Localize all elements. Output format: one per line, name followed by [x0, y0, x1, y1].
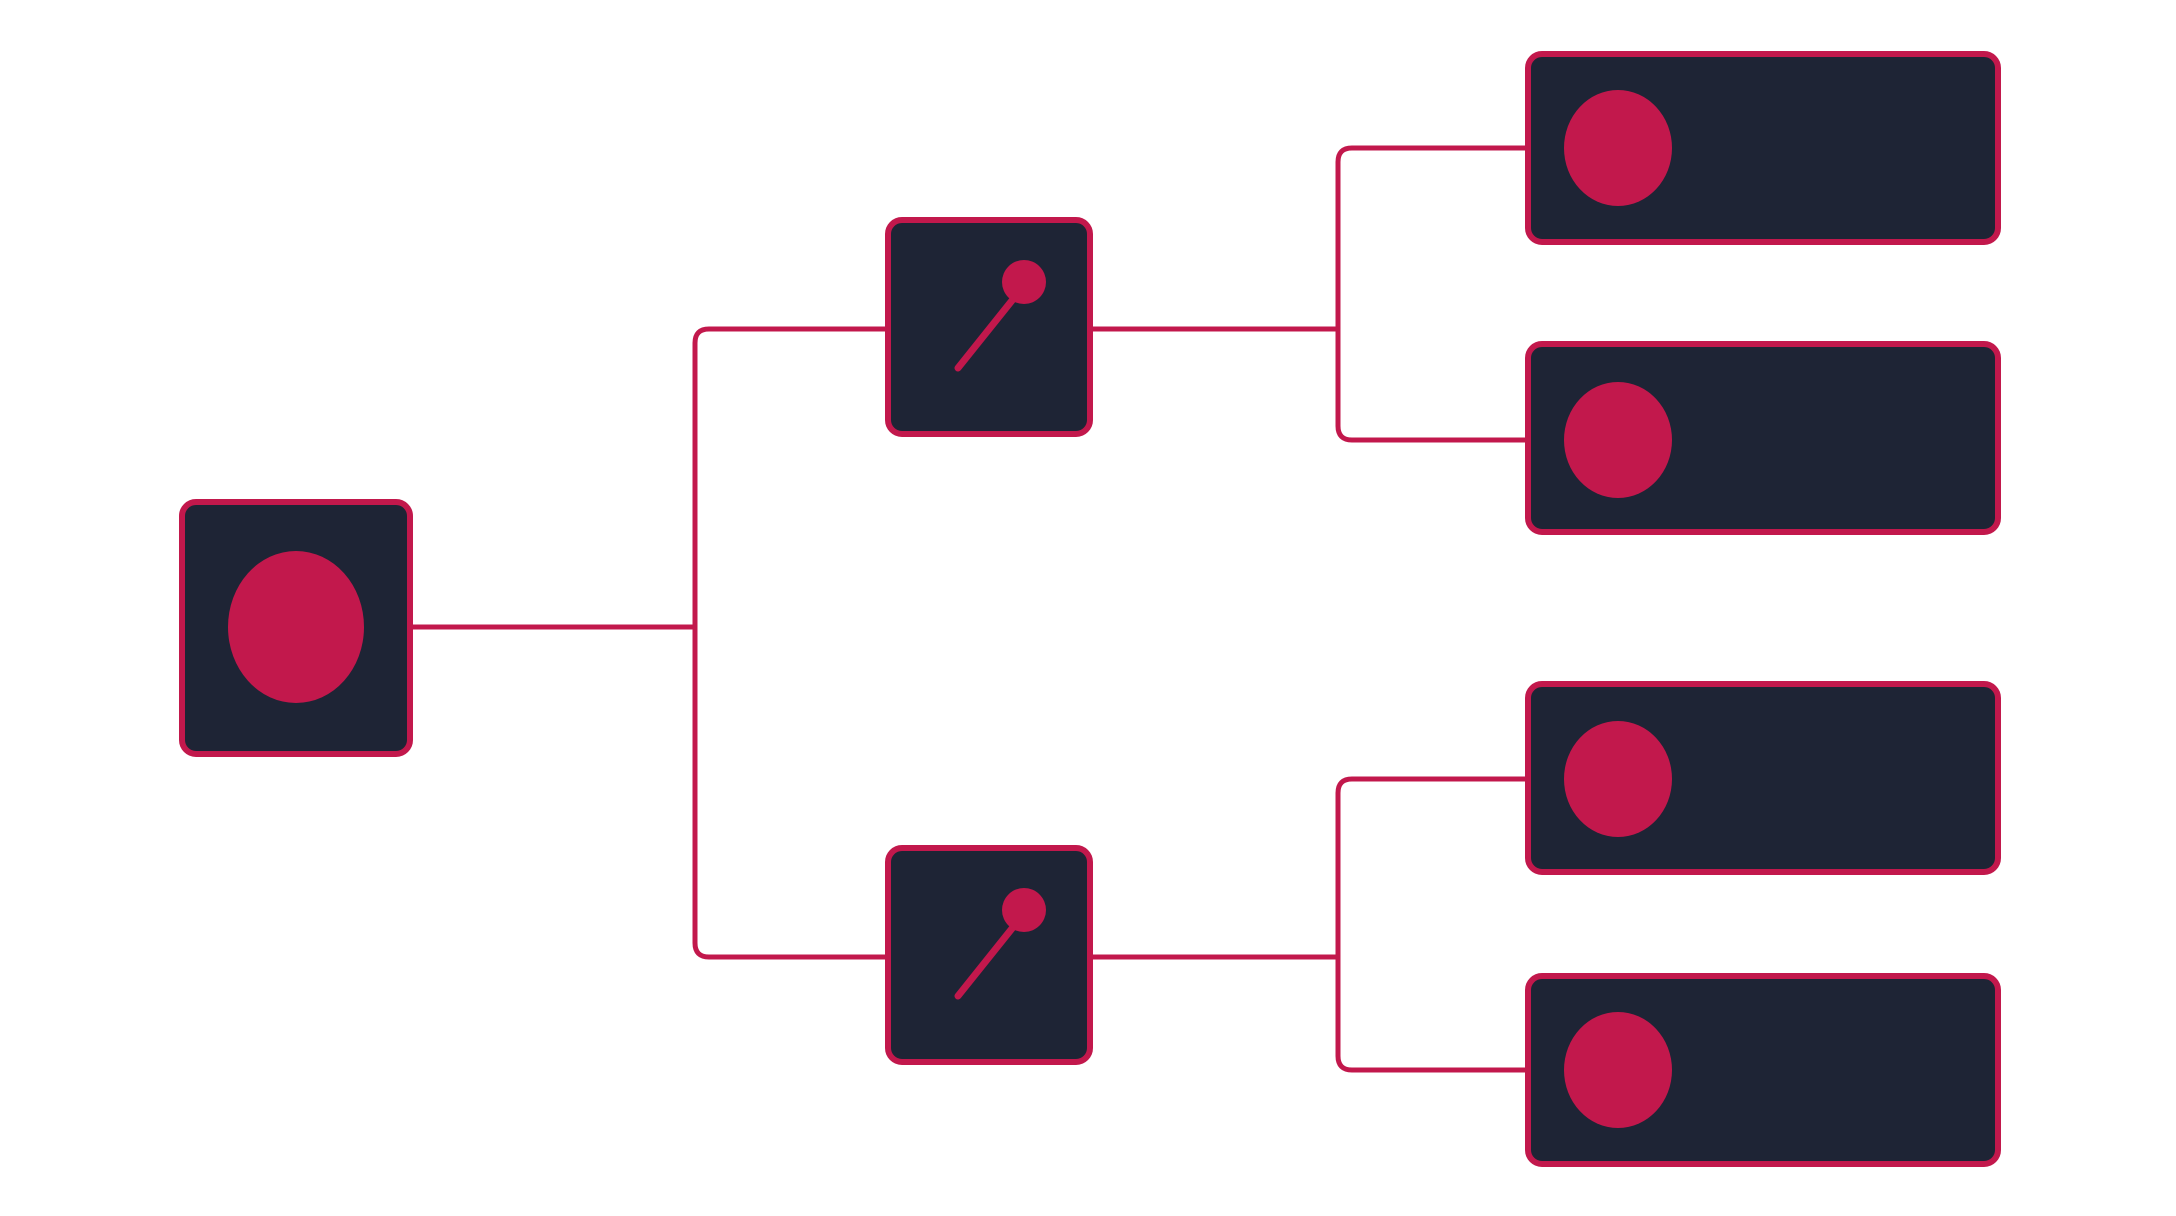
- pin-head: [1002, 888, 1046, 932]
- circle-icon: [1564, 721, 1672, 837]
- pin-head: [1002, 260, 1046, 304]
- branch-connector: [692, 624, 891, 960]
- pin-stem: [954, 284, 1026, 372]
- leaf-node: [1525, 51, 2001, 245]
- leaf-node: [1525, 681, 2001, 875]
- leaf-node: [1525, 973, 2001, 1167]
- pin-icon: [954, 888, 1046, 1000]
- branch-node: [885, 217, 1093, 437]
- leaf-connector: [1335, 776, 1531, 960]
- circle-icon: [1564, 1012, 1672, 1128]
- circle-icon: [228, 551, 364, 703]
- nodes: [179, 51, 2001, 1167]
- connectors: [410, 145, 1531, 1073]
- pin-stem: [954, 912, 1026, 1000]
- branch-connector: [692, 326, 891, 630]
- pin-icon: [954, 260, 1046, 372]
- leaf-connector: [1335, 145, 1531, 332]
- branch-node: [885, 845, 1093, 1065]
- leaf-connector: [1335, 326, 1531, 443]
- leaf-connector: [1335, 954, 1531, 1073]
- circle-icon: [1564, 90, 1672, 206]
- leaf-node: [1525, 341, 2001, 535]
- circle-icon: [1564, 382, 1672, 498]
- root-node: [179, 499, 413, 757]
